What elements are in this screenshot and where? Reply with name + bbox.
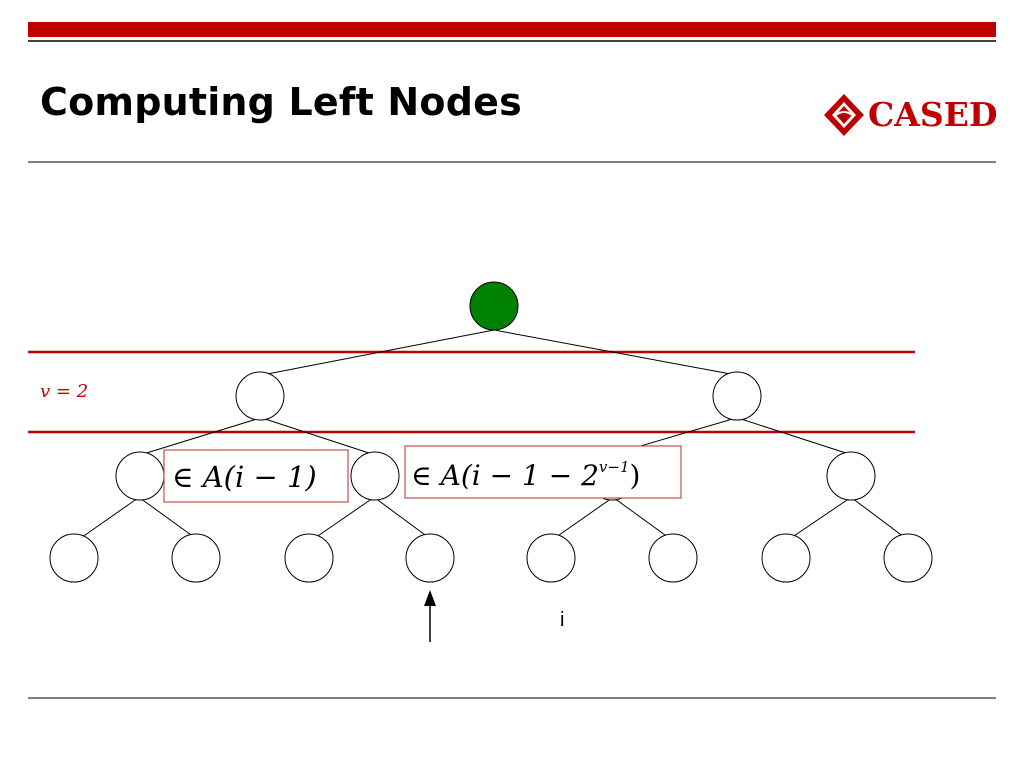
formula-box-left bbox=[163, 449, 349, 503]
leaf-node-3 bbox=[284, 533, 334, 583]
edge-l1b-l2d bbox=[737, 417, 853, 456]
formula-left-expr: A(i − 1) bbox=[200, 460, 317, 494]
leaf-node-1 bbox=[49, 533, 99, 583]
formula-left: ∈ A(i − 1) bbox=[172, 460, 317, 494]
leaf-node-6 bbox=[648, 533, 698, 583]
root-node bbox=[469, 281, 519, 331]
up-arrow-icon bbox=[424, 590, 436, 642]
edge-l2b-leaf4 bbox=[374, 497, 433, 541]
tree-edges bbox=[77, 329, 909, 541]
edge-root-left bbox=[261, 329, 495, 376]
level2-node-1 bbox=[115, 451, 165, 501]
level-label: v = 2 bbox=[40, 381, 88, 402]
leaf-marker-label: i bbox=[560, 609, 564, 631]
formula-right: ∈ A(i − 1 − 2v−1) bbox=[411, 458, 640, 492]
leaf-node-7 bbox=[761, 533, 811, 583]
edge-l2c-leaf6 bbox=[613, 497, 673, 541]
formula-right-expr: A(i − 1 − 2 bbox=[438, 459, 599, 492]
formula-box-right bbox=[404, 445, 682, 499]
formula-left-prefix: ∈ bbox=[172, 460, 203, 494]
level2-node-2 bbox=[350, 451, 400, 501]
leaf-node-4 bbox=[405, 533, 455, 583]
leaf-node-2 bbox=[171, 533, 221, 583]
edge-l2d-leaf8 bbox=[851, 497, 909, 541]
edge-l2b-leaf3 bbox=[311, 497, 374, 541]
leaf-node-5 bbox=[526, 533, 576, 583]
formula-right-suffix: ) bbox=[630, 459, 641, 492]
edge-l1a-l2b bbox=[261, 417, 376, 456]
edge-l2a-leaf2 bbox=[139, 497, 199, 541]
edge-l2d-leaf7 bbox=[787, 497, 851, 541]
cased-logo: CASED bbox=[822, 92, 1002, 138]
edge-root-right bbox=[493, 329, 737, 376]
top-accent-bar bbox=[28, 22, 996, 37]
cased-diamond-logo-icon bbox=[824, 94, 864, 136]
edge-l2a-leaf1 bbox=[77, 497, 139, 541]
formula-right-superscript: v−1 bbox=[599, 458, 630, 476]
leaf-node-8 bbox=[883, 533, 933, 583]
edge-l2c-leaf5 bbox=[551, 497, 613, 541]
edge-l1a-l2a bbox=[139, 417, 261, 456]
level1-node-right bbox=[712, 371, 762, 421]
page-title: Computing Left Nodes bbox=[40, 80, 522, 124]
level1-node-left bbox=[235, 371, 285, 421]
formula-right-prefix: ∈ bbox=[411, 459, 441, 492]
logo-text: CASED bbox=[868, 95, 998, 134]
level2-node-4 bbox=[826, 451, 876, 501]
